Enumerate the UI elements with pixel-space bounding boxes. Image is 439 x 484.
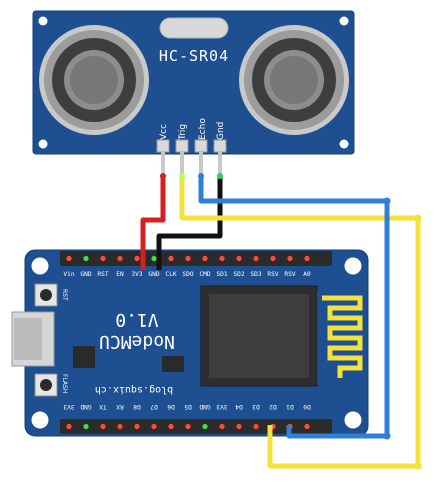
top-pin-label: Vin	[63, 271, 74, 278]
top-pin-label: SDO	[182, 271, 193, 278]
top-pin-label: EN	[116, 271, 124, 278]
sensor-pin-vcc	[156, 139, 170, 153]
wire-gnd	[156, 175, 223, 270]
sensor-pin-trig	[175, 139, 189, 153]
top-pin-rst	[100, 255, 106, 262]
top-pin-3v3	[134, 255, 140, 262]
bottom-pin-label: GND	[80, 403, 91, 410]
bottom-pin-label: TX	[99, 403, 107, 410]
sensor-pin-label-trig: Trig	[178, 124, 188, 141]
bottom-pin-label: D3	[252, 403, 260, 410]
bottom-pin-label: RX	[116, 403, 124, 410]
top-pin-cmd	[202, 255, 208, 262]
top-pin-label: A0	[303, 271, 311, 278]
top-pin-label: GND	[148, 271, 159, 278]
flash-button	[34, 373, 58, 397]
board-version: V1.0	[115, 309, 158, 330]
bottom-pin-d7	[151, 423, 157, 430]
top-pin-label: CLK	[165, 271, 176, 278]
top-pin-gnd	[151, 255, 157, 262]
top-pin-sd3	[253, 255, 259, 262]
wire-vcc	[140, 175, 166, 270]
top-pin-clk	[168, 255, 174, 262]
top-pin-label: SD3	[250, 271, 261, 278]
top-pin-label: RSV	[267, 271, 278, 278]
bottom-pin-header	[60, 419, 332, 434]
bottom-pin-d3	[253, 423, 259, 430]
top-pin-label: GND	[80, 271, 91, 278]
rst-label: RST	[61, 289, 68, 301]
sensor-title: HC-SR04	[159, 47, 229, 65]
bottom-pin-label: GND	[199, 403, 210, 410]
wires	[140, 152, 422, 470]
esp8266-module	[200, 285, 365, 387]
top-pin-label: RST	[97, 271, 108, 278]
bottom-pin-3v3	[66, 423, 72, 430]
board-url: blog.squix.ch	[95, 384, 173, 395]
bottom-pin-d6	[168, 423, 174, 430]
bottom-pin-label: D5	[184, 403, 192, 410]
top-pin-rsv	[287, 255, 293, 262]
bottom-pin-d5	[185, 423, 191, 430]
bottom-pin-gnd	[202, 423, 208, 430]
sensor-pin-echo	[194, 139, 208, 153]
top-pin-a0	[304, 255, 310, 262]
hc-sr04-sensor: HC-SR04 Vcc Trig Echo Gnd	[32, 10, 355, 155]
bottom-pin-label: 3V3	[216, 403, 227, 410]
right-transducer	[239, 25, 349, 135]
top-pin-label: 3V3	[131, 271, 142, 278]
sensor-pin-label-vcc: Vcc	[159, 124, 169, 140]
top-pin-label: CMD	[199, 271, 210, 278]
crystal	[159, 17, 229, 39]
top-pin-en	[117, 255, 123, 262]
antenna-trace	[322, 295, 363, 378]
bottom-pin-label: D4	[235, 403, 243, 410]
bottom-pin-label: D0	[303, 403, 311, 410]
bottom-pin-label: D1	[286, 403, 294, 410]
top-pin-gnd	[83, 255, 89, 262]
bottom-pin-label: D2	[269, 403, 277, 410]
flash-label: FLASH	[61, 374, 68, 393]
top-pin-sdo	[185, 255, 191, 262]
regulator-chip	[162, 356, 184, 372]
bottom-pin-gnd	[83, 423, 89, 430]
bottom-pin-d0	[304, 423, 310, 430]
bottom-pin-rx	[117, 423, 123, 430]
bottom-pin-label: D6	[167, 403, 175, 410]
top-pin-vin	[66, 255, 72, 262]
top-pin-label: RSV	[284, 271, 295, 278]
top-pin-rsv	[270, 255, 276, 262]
bottom-pin-d8	[134, 423, 140, 430]
bottom-pin-tx	[100, 423, 106, 430]
wire-echo	[198, 175, 390, 439]
bottom-pin-d4	[236, 423, 242, 430]
top-pin-label: SD2	[233, 271, 244, 278]
bottom-pin-3v3	[219, 423, 225, 430]
left-transducer	[39, 25, 149, 135]
usb-serial-chip	[73, 346, 95, 368]
bottom-pin-label: 3V3	[63, 403, 74, 410]
bottom-pin-label: D7	[150, 403, 158, 410]
sensor-pin-label-echo: Echo	[198, 118, 208, 140]
rst-button	[34, 283, 58, 307]
board-name: NodeMCU	[99, 331, 175, 352]
top-pin-sd2	[236, 255, 242, 262]
top-pin-header	[60, 251, 332, 266]
top-pin-label: SD1	[216, 271, 227, 278]
bottom-pin-label: D8	[133, 403, 141, 410]
top-pin-sd1	[219, 255, 225, 262]
sensor-pin-label-gnd: Gnd	[216, 122, 226, 140]
sensor-pin-gnd	[213, 139, 227, 153]
wire-trig	[179, 175, 421, 469]
